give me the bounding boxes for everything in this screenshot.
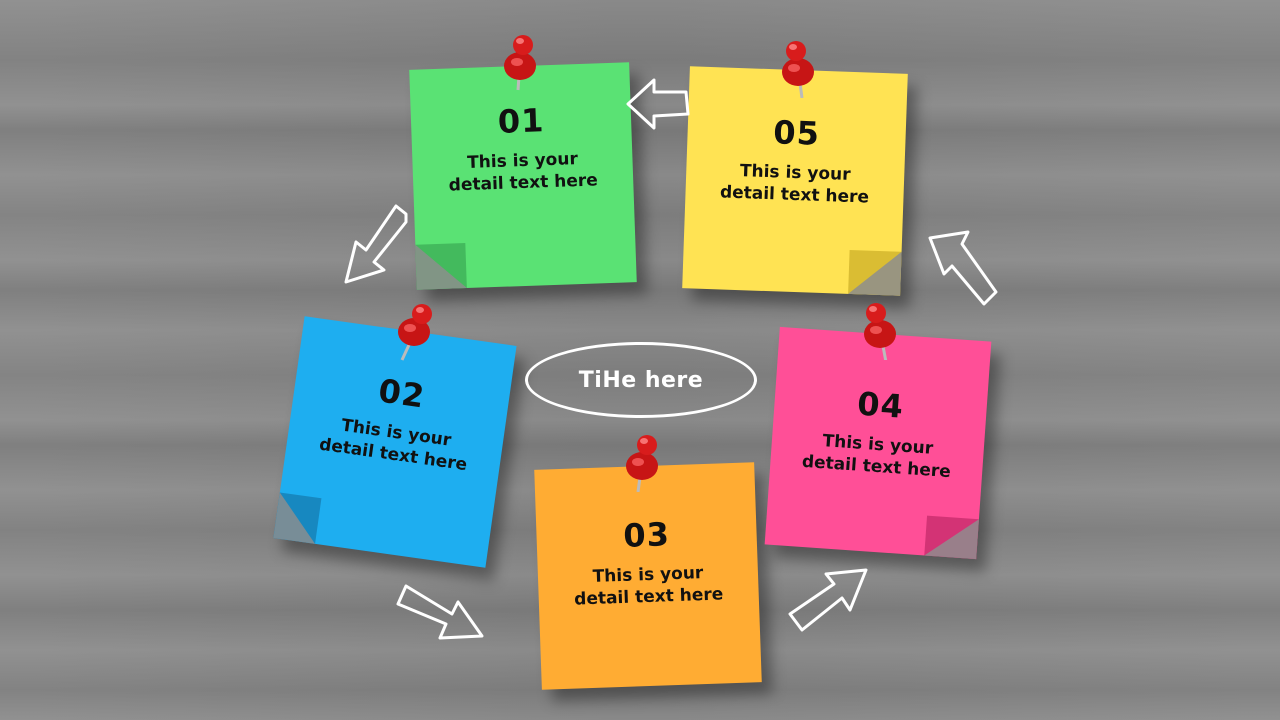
arrow-02-to-03-icon bbox=[396, 584, 484, 640]
pushpin-icon bbox=[398, 304, 432, 361]
sticky-note-05: 05 This is your detail text here bbox=[682, 66, 908, 296]
note-fold-04 bbox=[924, 515, 979, 560]
title-text: TiHe here bbox=[578, 367, 704, 393]
note-detail-04: This is your detail text here bbox=[801, 431, 952, 483]
note-number-01: 01 bbox=[497, 101, 545, 141]
note-detail-03: This is your detail text here bbox=[573, 563, 724, 610]
sticky-note-01: 01 This is your detail text here bbox=[409, 62, 637, 290]
note-fold-05 bbox=[848, 249, 902, 296]
sticky-note-03: 03 This is your detail text here bbox=[534, 462, 762, 690]
sticky-note-04: 04 This is your detail text here bbox=[764, 326, 992, 560]
note-number-04: 04 bbox=[856, 384, 906, 426]
arrow-04-to-05-icon bbox=[928, 230, 998, 306]
arrow-05-to-01-icon bbox=[626, 78, 690, 130]
pushpin-icon bbox=[626, 435, 658, 492]
note-detail-01: This is your detail text here bbox=[448, 149, 599, 196]
note-detail-05: This is your detail text here bbox=[719, 161, 870, 208]
note-fold-01 bbox=[415, 243, 467, 290]
note-fold-02 bbox=[273, 492, 322, 544]
note-number-03: 03 bbox=[622, 515, 671, 555]
pushpin-icon bbox=[864, 303, 896, 360]
title-ellipse: TiHe here bbox=[525, 342, 757, 418]
pushpin-icon bbox=[782, 41, 814, 98]
pushpin-icon bbox=[504, 35, 536, 91]
arrow-03-to-04-icon bbox=[788, 568, 868, 632]
note-number-05: 05 bbox=[772, 113, 821, 153]
arrow-01-to-02-icon bbox=[344, 204, 408, 284]
sticky-note-02: 02 This is your detail text here bbox=[273, 316, 517, 568]
